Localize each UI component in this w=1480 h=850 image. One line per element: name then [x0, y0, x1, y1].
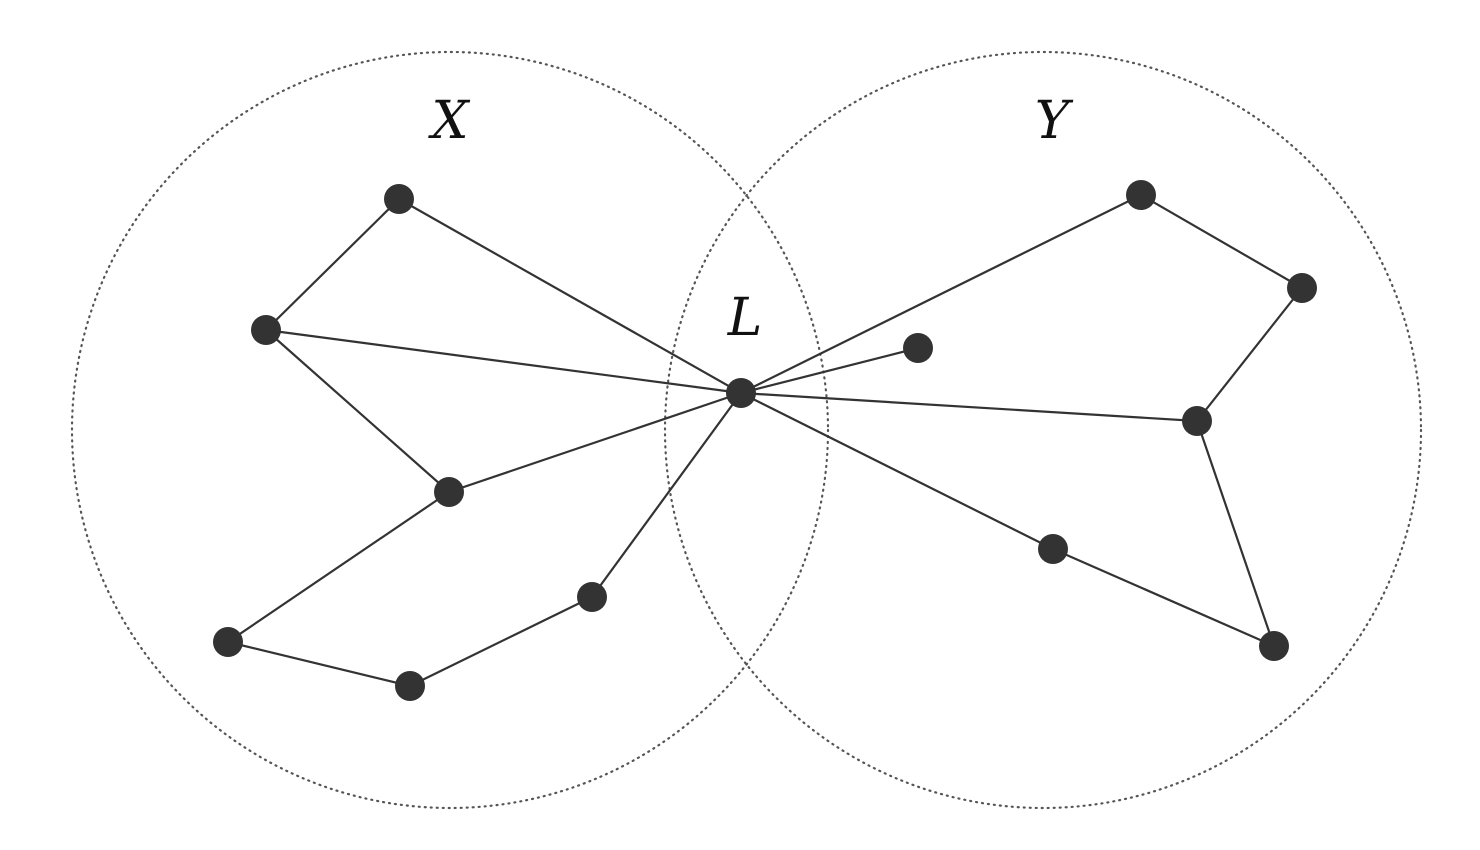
set-y-circle	[663, 50, 1423, 810]
edge-x3-c	[447, 391, 743, 494]
edge-x4-x5	[226, 640, 412, 688]
edge-y3-y5	[1195, 419, 1276, 648]
edge-c-l1	[739, 346, 920, 395]
vertex-y1	[1126, 180, 1156, 210]
edge-x3-x4	[226, 490, 451, 644]
edge-x5-x6	[408, 595, 594, 688]
vertex-x1	[384, 184, 414, 214]
graph-vertices	[213, 180, 1317, 701]
vertex-x2	[251, 315, 281, 345]
vertex-y3	[1182, 406, 1212, 436]
edge-x1-c	[397, 197, 743, 395]
edge-x2-c	[264, 328, 743, 395]
set-y-label: Y	[1035, 91, 1074, 151]
vertex-x6	[577, 582, 607, 612]
vertex-x3	[434, 477, 464, 507]
vertex-c	[726, 378, 756, 408]
vertex-y2	[1287, 273, 1317, 303]
edge-y1-y2	[1139, 193, 1304, 290]
vertex-y4	[1038, 534, 1068, 564]
edge-c-y1	[739, 193, 1143, 395]
edge-y2-y3	[1195, 286, 1304, 423]
vertex-y5	[1259, 631, 1289, 661]
edge-x1-x2	[264, 197, 401, 332]
edge-y4-y5	[1051, 547, 1276, 648]
graph-edges	[226, 193, 1304, 688]
vertex-l1	[903, 333, 933, 363]
edge-x6-c	[590, 391, 743, 599]
edge-c-y4	[739, 391, 1055, 551]
set-x-circle	[70, 50, 830, 810]
set-x-label: X	[427, 91, 470, 151]
vertex-x4	[213, 627, 243, 657]
edge-c-y3	[739, 391, 1199, 423]
vertex-x5	[395, 671, 425, 701]
intersection-label: L	[727, 288, 763, 348]
edge-x2-x3	[264, 328, 451, 494]
